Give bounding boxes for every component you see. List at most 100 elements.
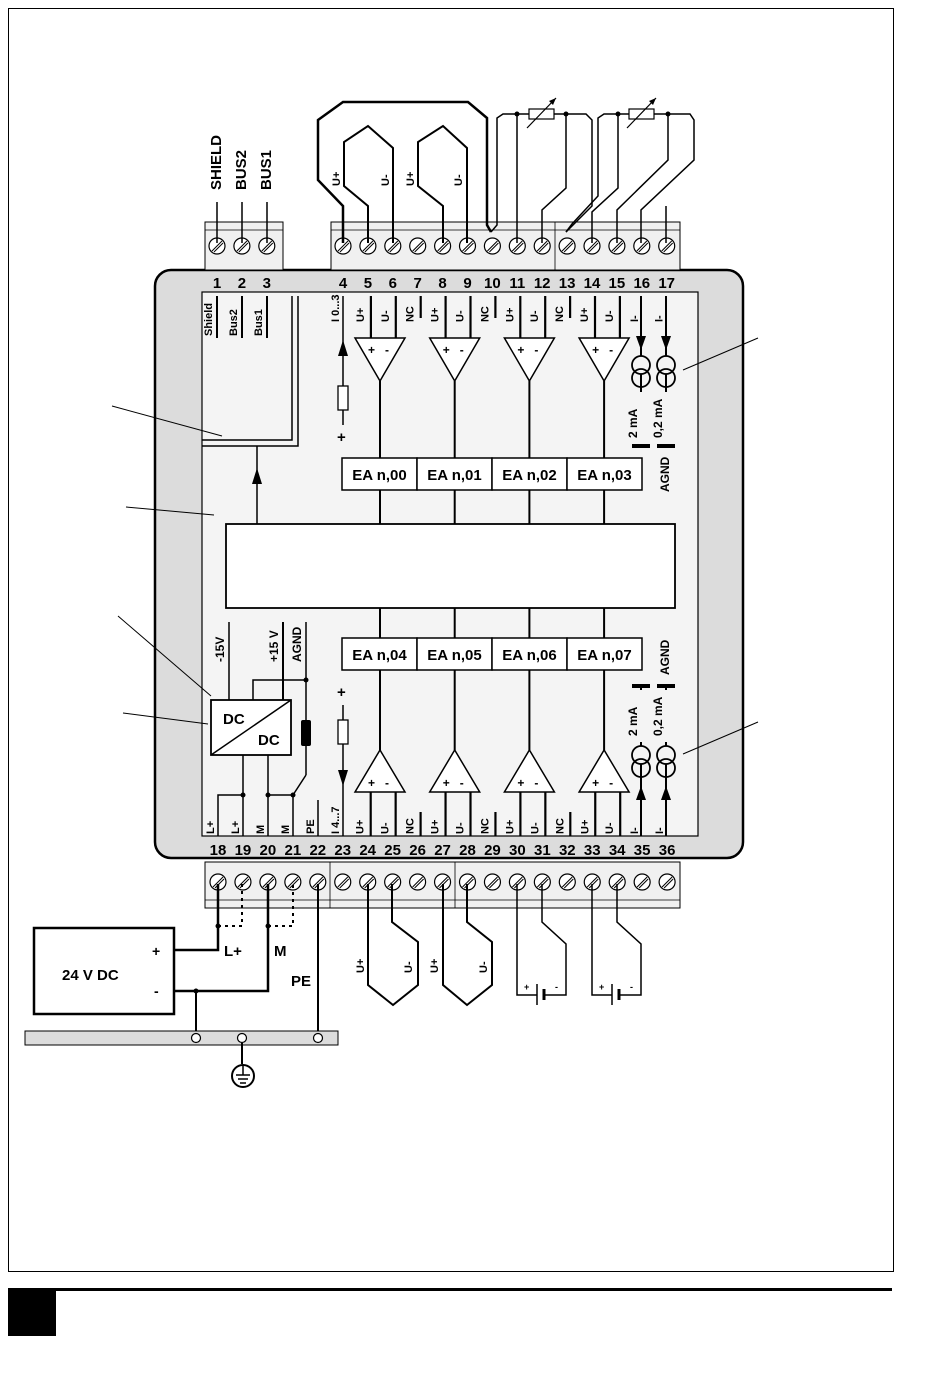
terminal-number: 18 — [210, 842, 227, 859]
amplifier-top-2: +- — [503, 337, 556, 524]
ext-label-uplus-3: U+ — [355, 959, 367, 973]
terminal-screw-7[interactable] — [409, 237, 427, 255]
footer-rule — [56, 1288, 892, 1291]
terminal-screw-23[interactable] — [334, 873, 352, 891]
amp-plus: + — [443, 776, 450, 790]
terminal-number: 11 — [509, 275, 525, 292]
terminal-inner-label: U+ — [430, 820, 442, 834]
terminal-screw-21[interactable] — [284, 873, 302, 891]
terminal-screw-16[interactable] — [633, 237, 651, 255]
capacitor-pe — [301, 720, 311, 746]
terminal-screw-17[interactable] — [658, 237, 676, 255]
amp-minus: - — [385, 776, 389, 790]
terminal-number: 24 — [359, 842, 376, 859]
terminal-screw-29[interactable] — [483, 873, 502, 891]
channel-label: EA n,00 — [352, 467, 406, 484]
amp-minus: - — [534, 343, 538, 357]
terminal-inner-label: U+ — [504, 820, 516, 834]
processing-block — [225, 523, 676, 609]
channel-box-top-3: EA n,03 — [566, 457, 643, 491]
channel-label: EA n,04 — [352, 647, 407, 664]
ext-label-uplus-4: U+ — [429, 959, 441, 973]
terminal-number: 31 — [534, 842, 551, 859]
terminal-screw-19[interactable] — [234, 873, 252, 891]
resistor-top-polarity: + — [337, 429, 346, 446]
external-wiring-bottom — [367, 884, 642, 1007]
signal-label-bus1: BUS1 — [258, 150, 275, 190]
terminal-screw-14[interactable] — [583, 237, 601, 255]
wire-label-lplus: L+ — [224, 943, 242, 960]
ext-label-uminus-2: U- — [453, 174, 465, 186]
external-wiring-top — [316, 100, 695, 243]
terminal-screw-35[interactable] — [633, 873, 651, 891]
terminal-screw-36[interactable] — [658, 873, 676, 891]
power-supply-minus: - — [154, 983, 159, 999]
amplifier-bottom-3: +- — [577, 608, 631, 793]
resistor-bottom — [337, 719, 349, 745]
terminal-inner-label: NC — [554, 306, 566, 322]
power-supply-label: 24 V DC — [62, 967, 119, 984]
terminal-screw-20[interactable] — [259, 873, 277, 891]
channel-box-top-0: EA n,00 — [341, 457, 418, 491]
terminal-screw-4[interactable] — [334, 237, 352, 255]
rail-label-agnd: AGND — [290, 626, 304, 662]
amp-plus: + — [517, 343, 524, 357]
amp-plus: + — [443, 343, 450, 357]
terminal-screw-24[interactable] — [359, 873, 377, 891]
amplifier-top-0: +- — [353, 337, 407, 524]
terminal-inner-label: U- — [455, 822, 467, 834]
terminal-inner-label: U- — [380, 310, 392, 322]
amplifier-bottom-2: +- — [503, 608, 556, 793]
callout-housing — [125, 506, 215, 516]
channel-box-bottom-3: EA n,07 — [566, 637, 643, 671]
terminal-screw-6[interactable] — [384, 237, 402, 255]
callout-current-source-top — [682, 337, 759, 371]
terminal-strip-inputs-top — [330, 221, 681, 271]
channel-box-bottom-2: EA n,06 — [491, 637, 568, 671]
terminal-number: 36 — [659, 842, 676, 859]
channel-box-bottom-1: EA n,05 — [416, 637, 493, 671]
amplifier-bottom-0: +- — [353, 608, 407, 793]
terminal-number: 9 — [463, 275, 471, 292]
terminal-number: 3 — [263, 275, 271, 292]
terminal-screw-10[interactable] — [483, 237, 501, 255]
terminal-inner-label: U- — [455, 310, 467, 322]
terminal-inner-label: I 4...7 — [330, 806, 342, 834]
terminal-screw-13[interactable] — [558, 237, 576, 255]
dcdc-output-label: DC — [258, 732, 280, 749]
terminal-screw-31[interactable] — [533, 873, 551, 891]
terminal-inner-label: M — [255, 825, 267, 834]
channel-label: EA n,03 — [577, 467, 631, 484]
channel-box-top-2: EA n,02 — [491, 457, 568, 491]
resistor-bottom-polarity: + — [337, 684, 346, 701]
terminal-number: 15 — [609, 275, 626, 292]
terminal-screw-1[interactable] — [208, 237, 226, 255]
terminal-number: 28 — [459, 842, 476, 859]
terminal-number: 35 — [634, 842, 651, 859]
channel-label: EA n,07 — [577, 647, 631, 664]
ext-label-uminus-3: U- — [403, 961, 415, 973]
agnd-label-top: AGND — [658, 456, 672, 492]
terminal-screw-30[interactable] — [508, 873, 527, 891]
battery-1-minus: - — [555, 982, 558, 992]
terminal-number: 29 — [484, 842, 501, 859]
terminal-inner-label: U+ — [579, 308, 591, 322]
terminal-inner-label: I 0...3 — [330, 294, 342, 322]
terminal-screw-26[interactable] — [409, 873, 427, 891]
ext-label-uminus-4: U- — [478, 961, 490, 973]
terminal-inner-label: U- — [380, 822, 392, 834]
channel-label: EA n,01 — [427, 467, 481, 484]
bus-inner-label: Shield — [203, 303, 215, 336]
terminal-screw-34[interactable] — [608, 873, 626, 891]
battery-2-minus: - — [630, 982, 633, 992]
terminal-number: 30 — [509, 842, 526, 859]
terminal-screw-32[interactable] — [558, 873, 576, 891]
callout-bus-interface — [111, 405, 223, 437]
terminal-screw-2[interactable] — [233, 237, 251, 255]
terminal-screw-27[interactable] — [433, 873, 452, 891]
terminal-number: 14 — [584, 275, 601, 292]
current-label-02ma-top: 0,2 mA — [651, 398, 665, 438]
resistor-top — [337, 385, 349, 411]
channel-label: EA n,06 — [502, 647, 556, 664]
